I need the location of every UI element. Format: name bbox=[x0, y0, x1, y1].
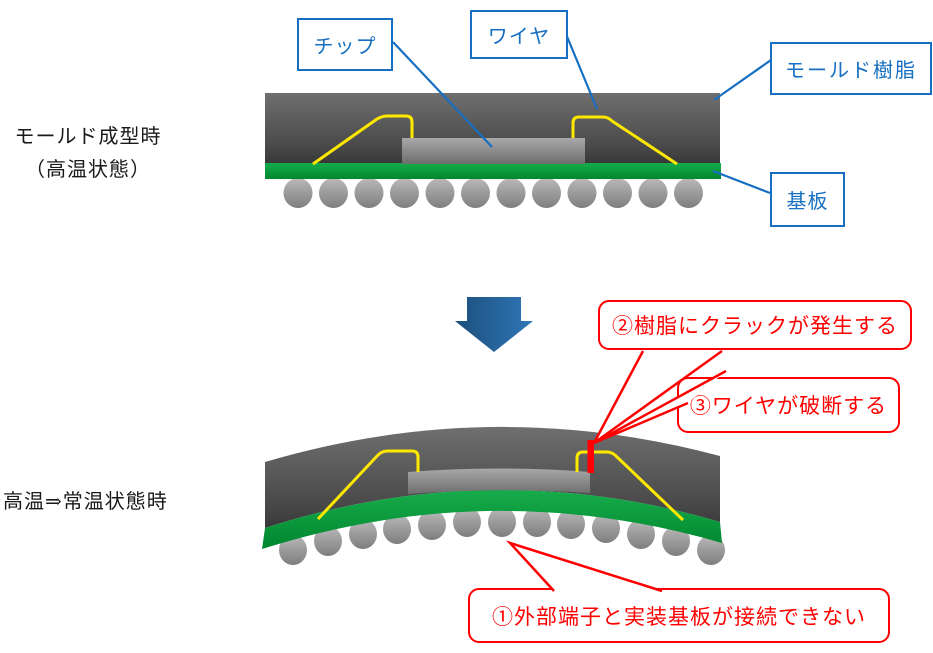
mold-resin-label-box: モールド樹脂 bbox=[770, 42, 932, 95]
callout-no-connection: ①外部端子と実装基板が接続できない bbox=[468, 588, 890, 643]
chip-label-text: チップ bbox=[313, 36, 377, 58]
chip-warped bbox=[408, 468, 590, 494]
solder-balls-top bbox=[283, 178, 703, 208]
chip-label-box: チップ bbox=[297, 18, 393, 71]
bond-wire-left-warped bbox=[316, 449, 420, 521]
wire-leader-line bbox=[564, 33, 599, 110]
bond-wire-right-warped bbox=[575, 450, 685, 522]
stage-label-molding: モールド成型時 （高温状態） bbox=[4, 121, 172, 187]
down-arrow-icon bbox=[455, 297, 533, 352]
bond-wire-left-top bbox=[312, 114, 414, 166]
mold-resin-label-text: モールド樹脂 bbox=[785, 60, 917, 82]
callout-wire-break-text: ③ワイヤが破断する bbox=[689, 394, 888, 418]
callout-resin-crack: ②樹脂にクラックが発生する bbox=[598, 300, 912, 350]
bond-wire-right-top bbox=[571, 115, 678, 166]
stage-label-molding-line1: モールド成型時 bbox=[14, 126, 162, 148]
stage-label-cooling: 高温⇒常温状態時 bbox=[3, 486, 168, 519]
stage-label-molding-line2: （高温状態） bbox=[25, 159, 151, 181]
solder-balls-warped bbox=[279, 507, 725, 565]
wire-label-box: ワイヤ bbox=[470, 10, 568, 59]
callout-resin-crack-text: ②樹脂にクラックが発生する bbox=[612, 314, 898, 338]
chip-leader-line bbox=[392, 41, 493, 148]
mold-leader-line bbox=[713, 59, 772, 101]
chip-top bbox=[402, 138, 585, 164]
callout-wire-break: ③ワイヤが破断する bbox=[677, 377, 900, 433]
stage-label-cooling-text: 高温⇒常温状態時 bbox=[3, 491, 168, 513]
callout-no-connection-text: ①外部端子と実装基板が接続できない bbox=[492, 604, 866, 629]
substrate-top bbox=[265, 163, 721, 179]
package-warped bbox=[262, 426, 725, 565]
blue-leader-lines bbox=[392, 33, 772, 195]
substrate-warped bbox=[262, 489, 722, 549]
substrate-leader-line bbox=[712, 169, 771, 195]
crack-mark bbox=[587, 440, 594, 473]
package-molded bbox=[265, 93, 721, 208]
substrate-label-box: 基板 bbox=[770, 172, 845, 227]
wire-label-text: ワイヤ bbox=[487, 26, 551, 48]
substrate-label-text: 基板 bbox=[786, 191, 829, 213]
